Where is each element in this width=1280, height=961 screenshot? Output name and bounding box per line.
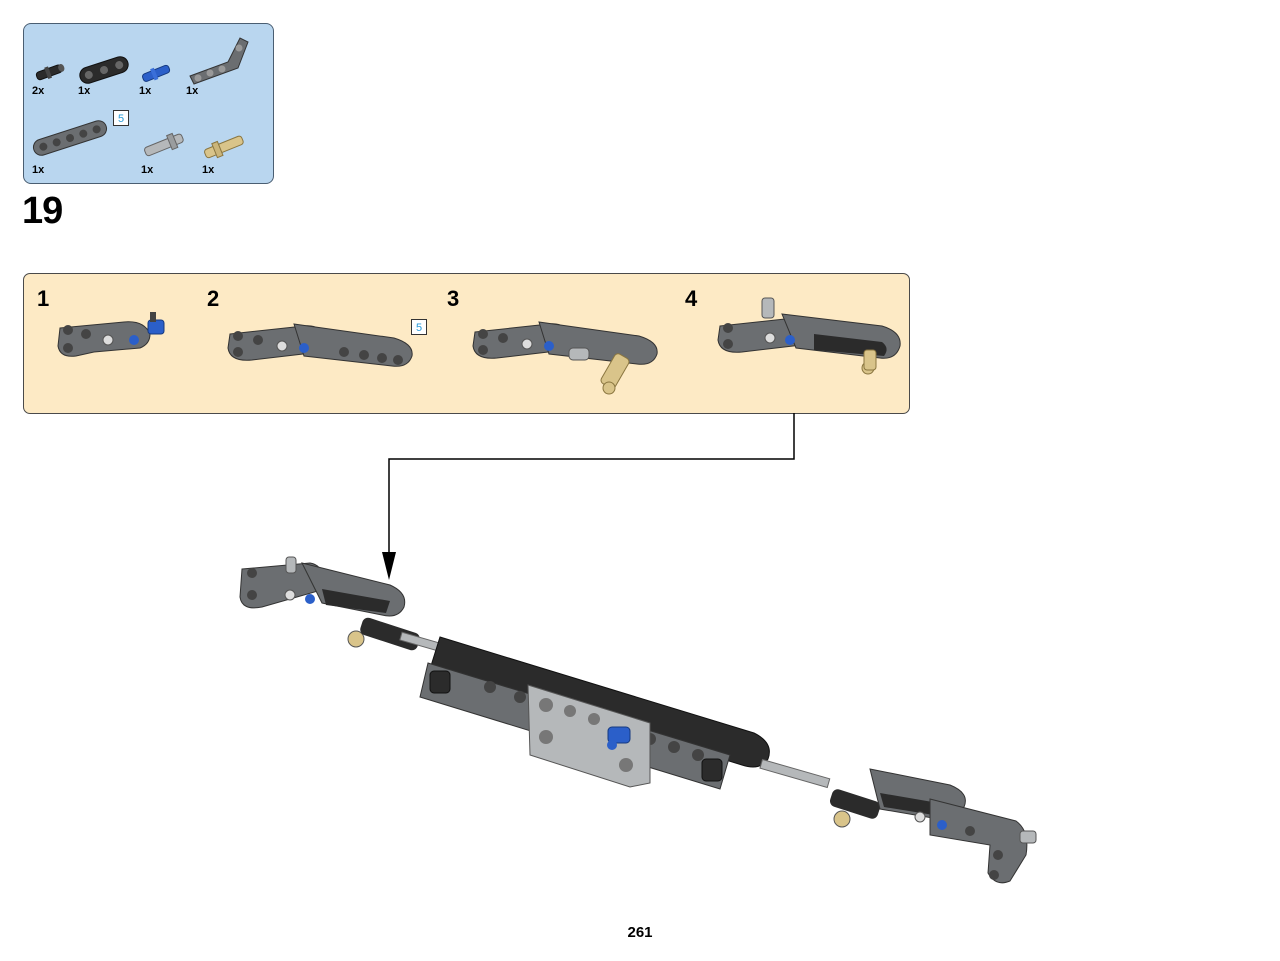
parts-list-box: 2x 1x 1x 1x 5 bbox=[23, 23, 274, 184]
substep-number: 3 bbox=[447, 286, 460, 311]
substep-3-assembly bbox=[472, 321, 658, 395]
part-qty: 1x bbox=[78, 85, 91, 97]
substep-4-assembly bbox=[717, 297, 901, 375]
grey-liftarm-5-icon bbox=[32, 120, 108, 156]
light-grey-long-pin-icon bbox=[144, 132, 184, 157]
substep-number: 4 bbox=[685, 286, 698, 311]
part-qty: 1x bbox=[139, 85, 152, 97]
page-number: 261 bbox=[627, 924, 653, 941]
black-friction-pin-icon bbox=[35, 63, 65, 81]
grey-l-liftarm-icon bbox=[189, 37, 249, 85]
part-qty: 2x bbox=[32, 85, 45, 97]
length-badge: 5 bbox=[113, 110, 129, 126]
part-qty: 1x bbox=[202, 164, 215, 176]
black-liftarm-3-icon bbox=[79, 56, 129, 84]
part-qty: 1x bbox=[141, 164, 154, 176]
part-qty: 1x bbox=[32, 164, 45, 176]
blue-axle-pin-icon bbox=[141, 64, 171, 82]
part-qty: 1x bbox=[186, 85, 199, 97]
substep-1-assembly bbox=[57, 312, 165, 357]
main-assembly bbox=[239, 556, 1037, 884]
substep-callout-box: 1 2 3 4 5 bbox=[23, 273, 910, 414]
substep-2-assembly bbox=[227, 323, 413, 367]
length-badge: 5 bbox=[411, 319, 427, 335]
substep-number: 2 bbox=[207, 286, 220, 311]
step-number: 19 bbox=[22, 190, 63, 232]
substep-number: 1 bbox=[37, 286, 50, 311]
tan-axle-pin-icon bbox=[204, 135, 244, 159]
